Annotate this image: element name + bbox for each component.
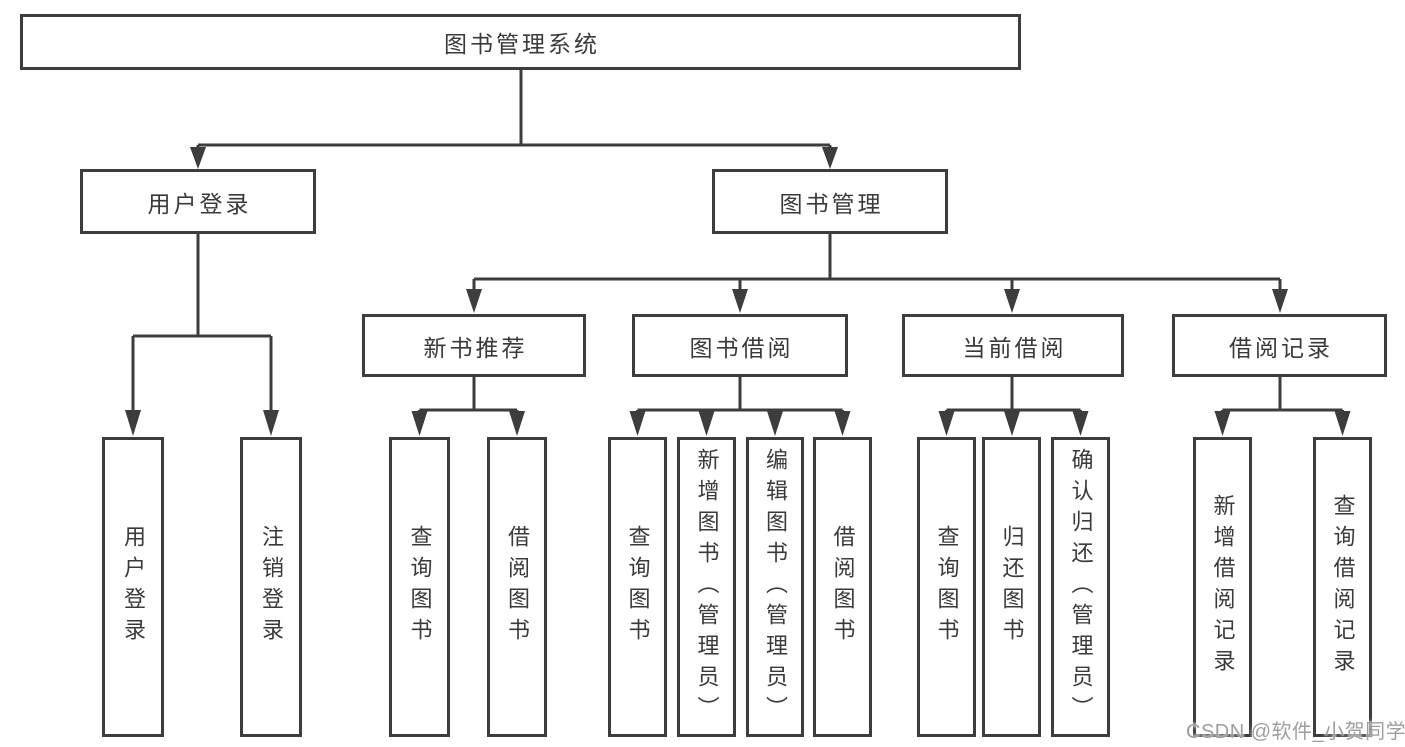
leaf-label: 编辑图书（管理员） [763,447,788,727]
node-label: 当前借阅 [962,334,1067,361]
leaf-label: 借阅图书 [830,525,856,649]
arrow-down-icon [698,411,715,436]
node-root-label: 图书管理系统 [444,31,600,57]
arrow-down-icon [1272,289,1288,313]
arrow-down-icon [509,411,525,436]
leaf-query-books-recommend: 查询图书 [389,437,450,737]
leaf-user-login: 用户登录 [102,437,164,737]
leaf-label: 新增图书（管理员） [694,447,720,727]
node-current-borrowing: 当前借阅 [902,314,1124,377]
arrow-down-icon [767,411,783,436]
leaf-label: 归还图书 [999,525,1025,649]
arrow-down-icon [822,147,838,169]
node-user-login-branch: 用户登录 [80,169,316,234]
arrow-down-icon [1334,411,1351,436]
arrow-down-icon [1072,411,1089,436]
connector-user-login [131,234,273,412]
connector-current-borrow [945,377,1082,414]
node-label: 图书借阅 [689,334,794,361]
leaf-label: 注销登录 [259,525,284,649]
node-label: 图书管理 [779,190,884,217]
leaf-edit-books-admin: 编辑图书（管理员） [746,437,804,737]
arrow-down-icon [125,410,141,436]
arrow-down-icon [263,410,279,436]
leaf-add-borrow-record: 新增借阅记录 [1193,437,1252,737]
csdn-watermark: CSDN @软件_小贺同学 [1186,721,1405,743]
connector-book-mgmt [472,234,1282,291]
node-borrowing-records: 借阅记录 [1172,314,1387,377]
connector-borrow-records [1221,377,1344,414]
leaf-label: 新增借阅记录 [1210,494,1236,680]
arrow-down-icon [732,289,748,313]
leaf-label: 查询图书 [407,525,433,649]
node-book-borrowing: 图书借阅 [632,314,848,377]
leaf-label: 查询图书 [625,525,651,649]
arrow-down-icon [1004,289,1020,313]
arrowheads [125,147,1351,436]
leaf-add-books-admin: 新增图书（管理员） [677,437,736,737]
leaf-return-books: 归还图书 [982,437,1041,737]
node-label: 借阅记录 [1229,334,1333,361]
arrow-down-icon [1214,411,1231,436]
leaf-confirm-return-admin: 确认归还（管理员） [1051,437,1110,737]
leaf-borrow-books-recommend: 借阅图书 [487,437,547,737]
leaf-label: 确认归还（管理员） [1068,447,1094,727]
leaf-label: 查询图书 [934,525,960,649]
leaf-label: 查询借阅记录 [1330,494,1356,680]
leaf-query-books-current: 查询图书 [917,437,976,737]
arrow-down-icon [938,411,955,436]
connector-root [196,70,832,150]
leaf-logout: 注销登录 [240,437,302,737]
arrow-down-icon [629,411,646,436]
leaf-query-books-borrowing: 查询图书 [608,437,667,737]
arrow-down-icon [834,411,851,436]
arrow-down-icon [411,411,428,436]
leaf-borrow-books-borrowing: 借阅图书 [813,437,872,737]
arrow-down-icon [190,147,206,169]
leaf-query-borrow-record: 查询借阅记录 [1313,437,1372,737]
leaf-label: 借阅图书 [505,525,530,649]
node-new-book-recommend: 新书推荐 [362,314,586,377]
leaf-label: 用户登录 [121,525,146,649]
arrow-down-icon [466,289,482,313]
node-root-system: 图书管理系统 [20,14,1021,70]
connector-book-borrow [636,377,844,414]
connector-new-books [418,377,519,414]
node-book-management-branch: 图书管理 [712,169,948,234]
node-label: 用户登录 [147,190,252,217]
node-label: 新书推荐 [423,334,528,361]
arrow-down-icon [1004,411,1020,436]
